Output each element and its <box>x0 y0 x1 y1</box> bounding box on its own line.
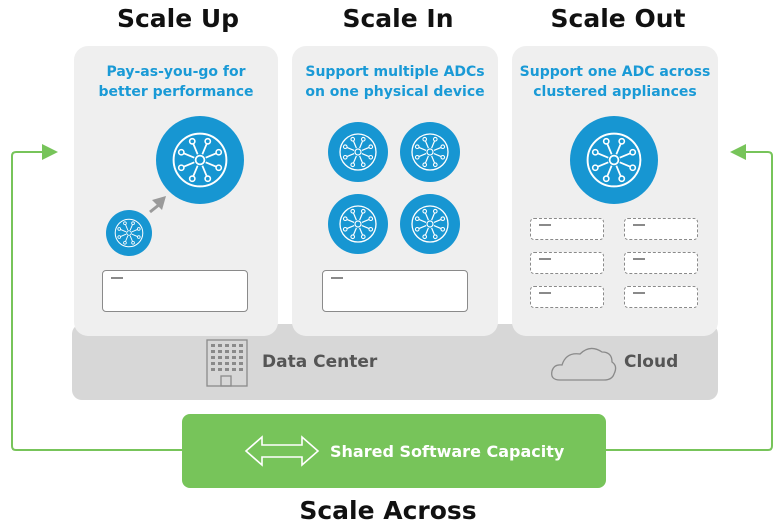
right-loop-arrowhead <box>730 144 746 160</box>
cluster-appliance-1 <box>530 218 604 240</box>
scale-up-description: Pay-as-you-go for better performance <box>74 62 278 102</box>
scale-in-description: Support multiple ADCs on one physical de… <box>292 62 498 102</box>
cluster-appliance-3 <box>530 252 604 274</box>
adc-icon-3 <box>328 194 388 254</box>
cloud-label: Cloud <box>624 352 679 372</box>
appliance-box-scale-in <box>322 270 468 312</box>
adc-cluster-icon <box>570 116 658 204</box>
cluster-appliance-2 <box>624 218 698 240</box>
bidirectional-arrow-icon <box>244 435 320 467</box>
scale-up-arrowhead <box>152 196 166 210</box>
heading-scale-up: Scale Up <box>116 4 240 33</box>
cluster-appliance-4 <box>624 252 698 274</box>
cloud-icon <box>551 347 617 381</box>
scale-in-line-1: Support multiple ADCs <box>305 64 485 80</box>
adc-large-icon <box>156 116 244 204</box>
right-loop-line <box>606 151 773 451</box>
cluster-appliance-6 <box>624 286 698 308</box>
data-center-label: Data Center <box>262 352 378 372</box>
shared-capacity-label: Shared Software Capacity <box>330 442 565 461</box>
heading-scale-in: Scale In <box>342 4 454 33</box>
scale-out-description: Support one ADC across clustered applian… <box>512 62 718 102</box>
left-loop-line <box>11 151 182 451</box>
scale-up-line-2: better performance <box>98 84 254 100</box>
appliance-box-scale-up <box>102 270 248 312</box>
adc-icon-2 <box>400 122 460 182</box>
heading-scale-out: Scale Out <box>550 4 686 33</box>
scale-out-line-1: Support one ADC across <box>519 64 711 80</box>
adc-icon-1 <box>328 122 388 182</box>
adc-icon-4 <box>400 194 460 254</box>
left-loop-arrowhead <box>42 144 58 160</box>
shared-capacity-bar: Shared Software Capacity <box>182 414 606 488</box>
cluster-appliance-5 <box>530 286 604 308</box>
adc-small-icon <box>106 210 152 256</box>
scale-up-line-1: Pay-as-you-go for <box>106 64 246 80</box>
building-icon <box>206 339 248 387</box>
infrastructure-base: Data Center Cloud <box>72 324 718 400</box>
scale-out-line-2: clustered appliances <box>533 84 697 100</box>
scale-in-line-2: on one physical device <box>305 84 485 100</box>
heading-scale-across: Scale Across <box>299 496 477 525</box>
